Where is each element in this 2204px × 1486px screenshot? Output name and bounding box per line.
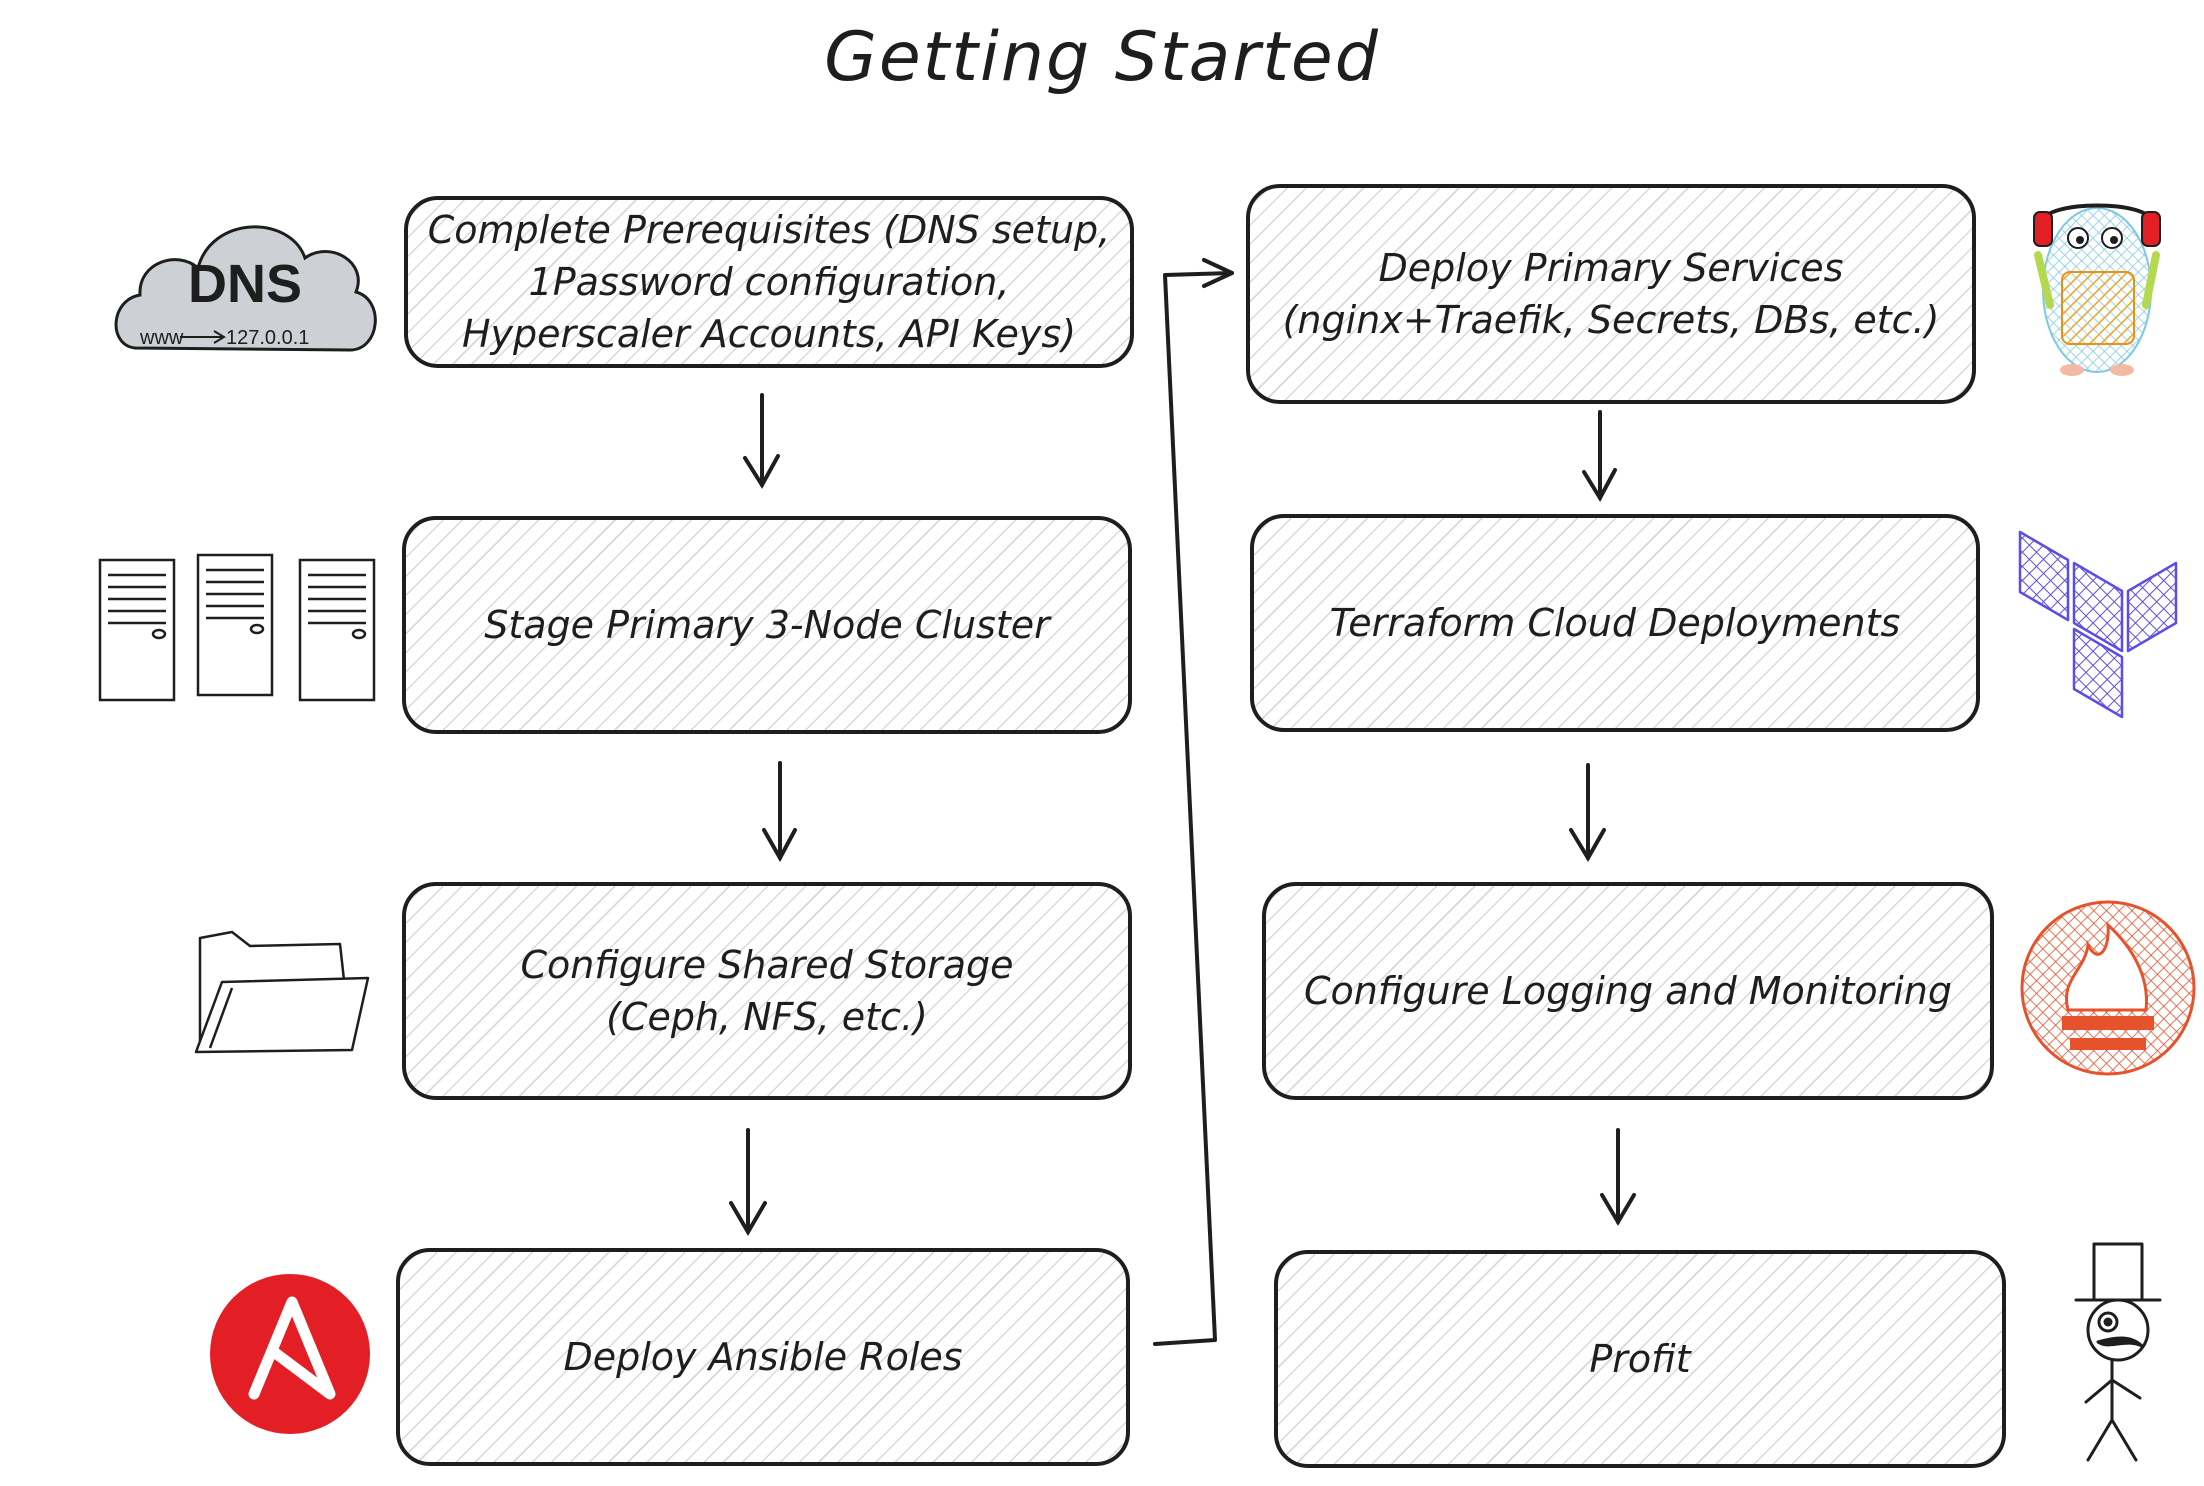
monopoly-man-icon [2074,1242,2162,1462]
dns-caption-ip: 127.0.0.1 [226,327,309,349]
folder-icon [194,930,370,1054]
arrow-logging-to-profit [1600,1128,1636,1226]
step-label: Configure Logging and Monitoring [1304,969,1952,1013]
step-complete-prerequisites[interactable]: Complete Prerequisites (DNS setup, 1Pass… [404,196,1134,368]
step-profit[interactable]: Profit [1274,1250,2006,1468]
arrow-prereq-to-cluster [743,393,780,489]
gopher-mascot-icon [2033,203,2161,376]
server-tower-1 [98,558,176,702]
step-deploy-primary-services[interactable]: Deploy Primary Services (nginx+Traefik, … [1246,184,1976,404]
terraform-logo [2018,530,2178,719]
page-title: Getting Started [824,18,1380,97]
step-configure-logging-monitoring[interactable]: Configure Logging and Monitoring [1262,882,1994,1100]
dns-title: DNS [188,254,302,314]
server-tower-3 [298,558,376,702]
step-label: Profit [1589,1337,1691,1381]
arrow-terraform-to-logging [1569,763,1606,862]
arrow-ansible-to-services [1153,258,1234,1346]
arrow-cluster-to-storage [762,761,797,863]
step-label: Deploy Ansible Roles [563,1335,963,1379]
dns-cloud-icon: DNS www 127.0.0.1 [114,225,377,352]
step-label: Complete Prerequisites (DNS setup, 1Pass… [427,208,1111,356]
step-configure-shared-storage[interactable]: Configure Shared Storage (Ceph, NFS, etc… [402,882,1132,1100]
server-tower-2 [196,553,274,697]
step-label: Stage Primary 3-Node Cluster [484,603,1050,647]
step-terraform-cloud-deployments[interactable]: Terraform Cloud Deployments [1250,514,1980,732]
server-towers-icon [98,553,376,702]
arrow-storage-to-ansible [729,1128,767,1236]
ansible-logo [210,1274,370,1434]
step-deploy-ansible-roles[interactable]: Deploy Ansible Roles [396,1248,1130,1466]
arrow-services-to-terraform [1582,410,1617,503]
step-label: Terraform Cloud Deployments [1329,601,1901,645]
step-stage-primary-cluster[interactable]: Stage Primary 3-Node Cluster [402,516,1132,734]
step-label: Deploy Primary Services (nginx+Traefik, … [1282,246,1940,342]
prometheus-logo [2020,900,2196,1076]
step-label: Configure Shared Storage (Ceph, NFS, etc… [520,943,1014,1039]
dns-caption-www: www [139,327,184,349]
